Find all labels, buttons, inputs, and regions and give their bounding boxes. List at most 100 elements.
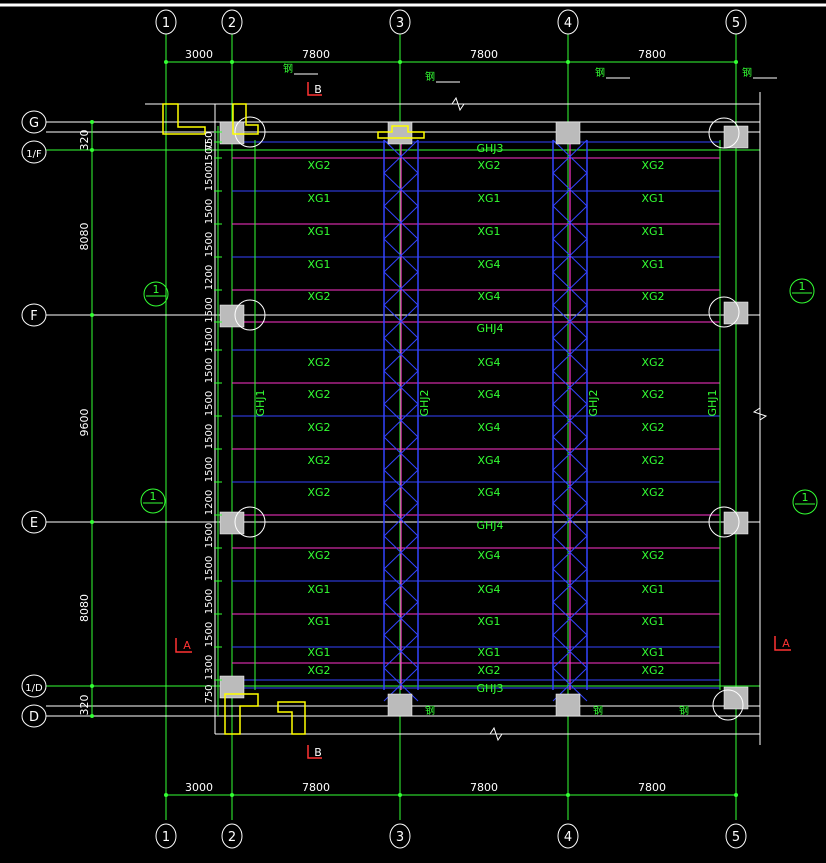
truss-brace <box>552 469 588 504</box>
axis-bubble-row <box>21 704 47 728</box>
member-label: XG1 <box>477 615 500 628</box>
truss-brace <box>552 238 588 273</box>
member-label: XG1 <box>307 192 330 205</box>
dim-text-row: 320 <box>78 695 91 716</box>
dim-text-purlin: 1500 <box>204 141 215 166</box>
steel-column <box>723 125 749 149</box>
section-label-b: B <box>314 83 322 96</box>
truss-label-top: GHJ3 <box>476 142 503 155</box>
dim-text-purlin: 1500 <box>204 391 215 416</box>
truss-brace <box>383 238 419 273</box>
dim-text-purlin: 1500 <box>204 589 215 614</box>
member-label: XG2 <box>307 486 330 499</box>
truss-brace <box>552 337 588 372</box>
dim-tick <box>90 120 94 124</box>
axis-bubble-col <box>155 9 177 35</box>
dim-tick <box>566 60 570 64</box>
dim-text-col: 7800 <box>470 781 498 794</box>
wall-outline <box>232 103 259 135</box>
break-mark <box>752 400 768 430</box>
detail-circle <box>708 506 740 538</box>
truss-brace <box>552 535 588 570</box>
axis-bubble-col <box>725 823 747 849</box>
truss-brace <box>552 304 588 339</box>
axis-label-row: 1/D <box>25 683 43 694</box>
truss-brace <box>552 139 588 174</box>
member-label: XG1 <box>641 192 664 205</box>
member-label: XG1 <box>641 583 664 596</box>
dim-text-purlin: 1500 <box>204 297 215 322</box>
dim-text-purlin: 750 <box>204 684 215 703</box>
section-mark-b <box>307 82 322 96</box>
dim-tick <box>90 148 94 152</box>
steel-column <box>219 511 245 535</box>
dim-tick <box>90 520 94 524</box>
truss-label-inner-left: GHJ2 <box>418 389 431 416</box>
steel-column <box>219 121 245 145</box>
axis-bubble-col <box>725 9 747 35</box>
dim-text-purlin: 1200 <box>204 265 215 290</box>
leader-label: 钢 <box>595 66 605 79</box>
member-label: XG1 <box>477 192 500 205</box>
dim-text-col: 7800 <box>470 48 498 61</box>
axis-bubble-row <box>21 140 47 164</box>
member-label: XG1 <box>641 225 664 238</box>
steel-columns <box>162 103 749 735</box>
member-label: XG4 <box>477 258 500 271</box>
dim-tick <box>90 313 94 317</box>
member-label: XG1 <box>307 615 330 628</box>
leader-label: 钢 <box>593 704 603 717</box>
dim-text-col: 7800 <box>302 781 330 794</box>
dim-text-row: 8080 <box>78 223 91 251</box>
axis-label-col: 5 <box>732 830 740 845</box>
member-label: XG2 <box>641 421 664 434</box>
member-label: XG1 <box>307 583 330 596</box>
dim-tick <box>734 793 738 797</box>
member-label: XG4 <box>477 388 500 401</box>
truss-brace <box>552 601 588 636</box>
member-label: XG4 <box>477 421 500 434</box>
axis-bubble-col <box>557 823 579 849</box>
dim-text-purlin: 1500 <box>204 327 215 352</box>
axis-label-col: 4 <box>564 830 572 845</box>
dim-text-purlin: 1500 <box>204 424 215 449</box>
truss-brace <box>552 568 588 603</box>
dim-text-col: 3000 <box>185 781 213 794</box>
dim-text-purlin: 1300 <box>204 655 215 680</box>
truss-brace <box>383 139 419 174</box>
member-label: XG2 <box>307 549 330 562</box>
axis-label-col: 3 <box>396 830 404 845</box>
detail-circle <box>708 296 740 328</box>
member-labels: XG2XG1XG1XG1XG2XG2XG2XG2XG2XG2XG2XG1XG1X… <box>254 62 777 717</box>
axis-label-col: 5 <box>732 16 740 31</box>
detail-callout <box>789 278 815 304</box>
truss-label-mid1: GHJ4 <box>476 322 503 335</box>
member-label: XG2 <box>307 159 330 172</box>
member-label: XG1 <box>307 225 330 238</box>
member-label: XG2 <box>641 454 664 467</box>
truss-brace <box>552 403 588 438</box>
dim-tick <box>164 793 168 797</box>
truss-brace <box>383 502 419 537</box>
axis-label-col: 2 <box>228 830 236 845</box>
detail-callout-label: 1 <box>802 491 809 504</box>
truss-brace <box>383 601 419 636</box>
axis-bubble-row <box>21 303 47 327</box>
detail-callout <box>143 281 169 307</box>
axis-bubble-col <box>155 823 177 849</box>
member-label: XG2 <box>641 664 664 677</box>
dim-tick <box>230 60 234 64</box>
axis-bubble-col <box>557 9 579 35</box>
member-label: XG2 <box>307 290 330 303</box>
truss-brace <box>552 502 588 537</box>
dim-tick <box>230 793 234 797</box>
axis-label-row: G <box>29 116 39 131</box>
trusses <box>254 139 721 702</box>
axis-label-col: 1 <box>162 830 170 845</box>
axis-bubble-row <box>21 674 47 698</box>
member-label: XG4 <box>477 356 500 369</box>
section-label-a: A <box>183 639 191 652</box>
break-mark <box>480 726 520 742</box>
detail-callout-label: 1 <box>799 280 806 293</box>
